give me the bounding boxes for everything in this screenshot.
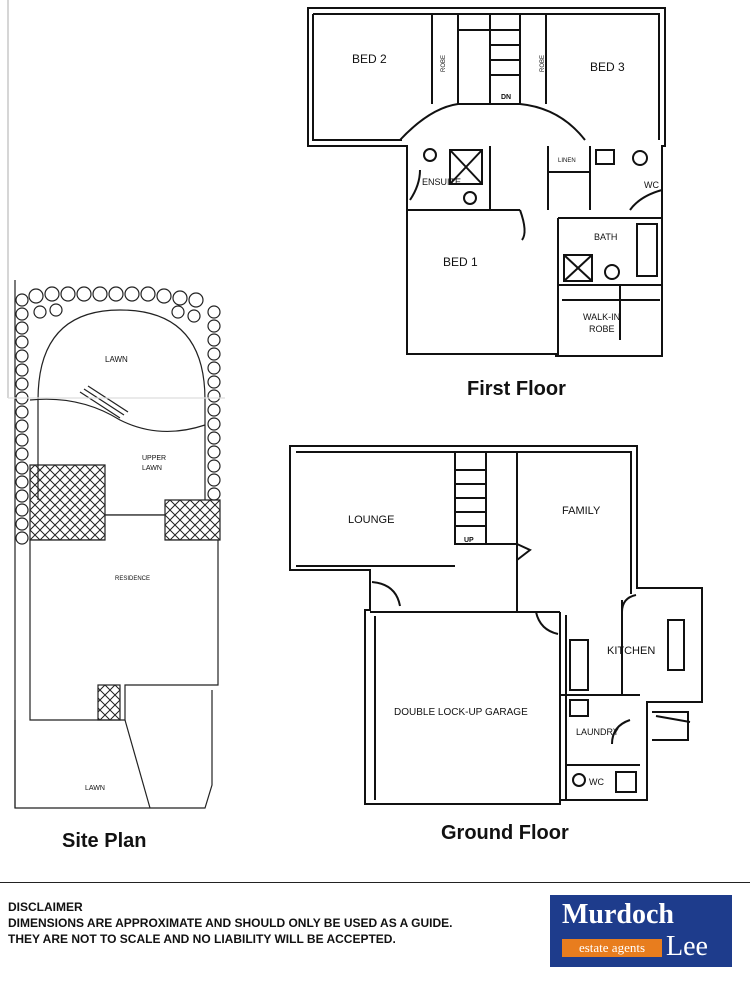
ground-floor-walls — [289, 445, 703, 805]
gf-wc-label: WC — [589, 777, 604, 787]
gf-kitchen-label: KITCHEN — [607, 645, 655, 657]
gf-garage-label: DOUBLE LOCK-UP GARAGE — [394, 707, 528, 718]
logo-name-top: Murdoch — [562, 899, 674, 930]
gf-up-label: UP — [464, 537, 474, 544]
ff-bed3-label: BED 3 — [590, 60, 625, 74]
site-plan-title: Site Plan — [62, 830, 147, 852]
ground-floor-title: Ground Floor — [441, 822, 569, 844]
ff-bed1-label: BED 1 — [443, 255, 478, 269]
shrub-border-right — [207, 305, 221, 501]
disclaimer-line-2: THEY ARE NOT TO SCALE AND NO LIABILITY W… — [8, 932, 396, 946]
shrub-border-left — [15, 293, 29, 545]
driveway-line — [124, 719, 151, 809]
site-residence-label: RESIDENCE — [115, 576, 150, 582]
ff-linen-label: LINEN — [558, 158, 576, 164]
gf-laundry-label: LAUNDRY — [576, 727, 619, 737]
first-floor-walls — [307, 7, 666, 357]
residence-outline — [29, 514, 219, 721]
garden-steps — [79, 385, 129, 419]
site-lawn-lower-label: LAWN — [85, 785, 105, 792]
lawn-arch-line — [37, 309, 206, 500]
ff-robe-label: ROBE — [589, 324, 615, 334]
disclaimer-heading: DISCLAIMER — [8, 900, 83, 914]
lawn-divide-line — [29, 398, 206, 432]
disclaimer-text: DISCLAIMER DIMENSIONS ARE APPROXIMATE AN… — [8, 899, 453, 947]
first-floor-labels: BED 2 BED 3 ROBE ROBE DN ENSUITE LINEN W… — [352, 52, 659, 334]
ff-walkin-label: WALK-IN — [583, 312, 620, 322]
disclaimer-section: DISCLAIMER DIMENSIONS ARE APPROXIMATE AN… — [0, 882, 750, 984]
logo-tagline: estate agents — [562, 939, 662, 957]
ff-dn-label: DN — [501, 94, 511, 101]
ff-robe-right-label: ROBE — [540, 55, 546, 72]
site-upper-label: UPPER — [142, 455, 166, 462]
ff-wc-label: WC — [644, 180, 659, 190]
agency-logo: Murdoch estate agents Lee — [550, 895, 732, 967]
ff-robe-left-label: ROBE — [441, 55, 447, 72]
first-floor-title: First Floor — [467, 378, 566, 400]
gf-lounge-label: LOUNGE — [348, 514, 394, 526]
gf-family-label: FAMILY — [562, 505, 601, 517]
disclaimer-line-1: DIMENSIONS ARE APPROXIMATE AND SHOULD ON… — [8, 916, 453, 930]
ff-ensuite-label: ENSUITE — [422, 177, 461, 187]
site-plan-labels: LAWN UPPER LAWN RESIDENCE LAWN — [85, 355, 166, 792]
residence-entry-paving — [97, 684, 121, 721]
site-upper-lawn-label: LAWN — [142, 465, 162, 472]
ff-bath-label: BATH — [594, 232, 617, 242]
site-lawn-label: LAWN — [105, 355, 128, 364]
ground-floor-labels: LOUNGE FAMILY UP KITCHEN DOUBLE LOCK-UP … — [348, 505, 655, 787]
ff-bed2-label: BED 2 — [352, 52, 387, 66]
shrub-border-top — [28, 286, 204, 323]
site-plan — [7, 0, 225, 809]
logo-name-bottom: Lee — [666, 931, 708, 962]
